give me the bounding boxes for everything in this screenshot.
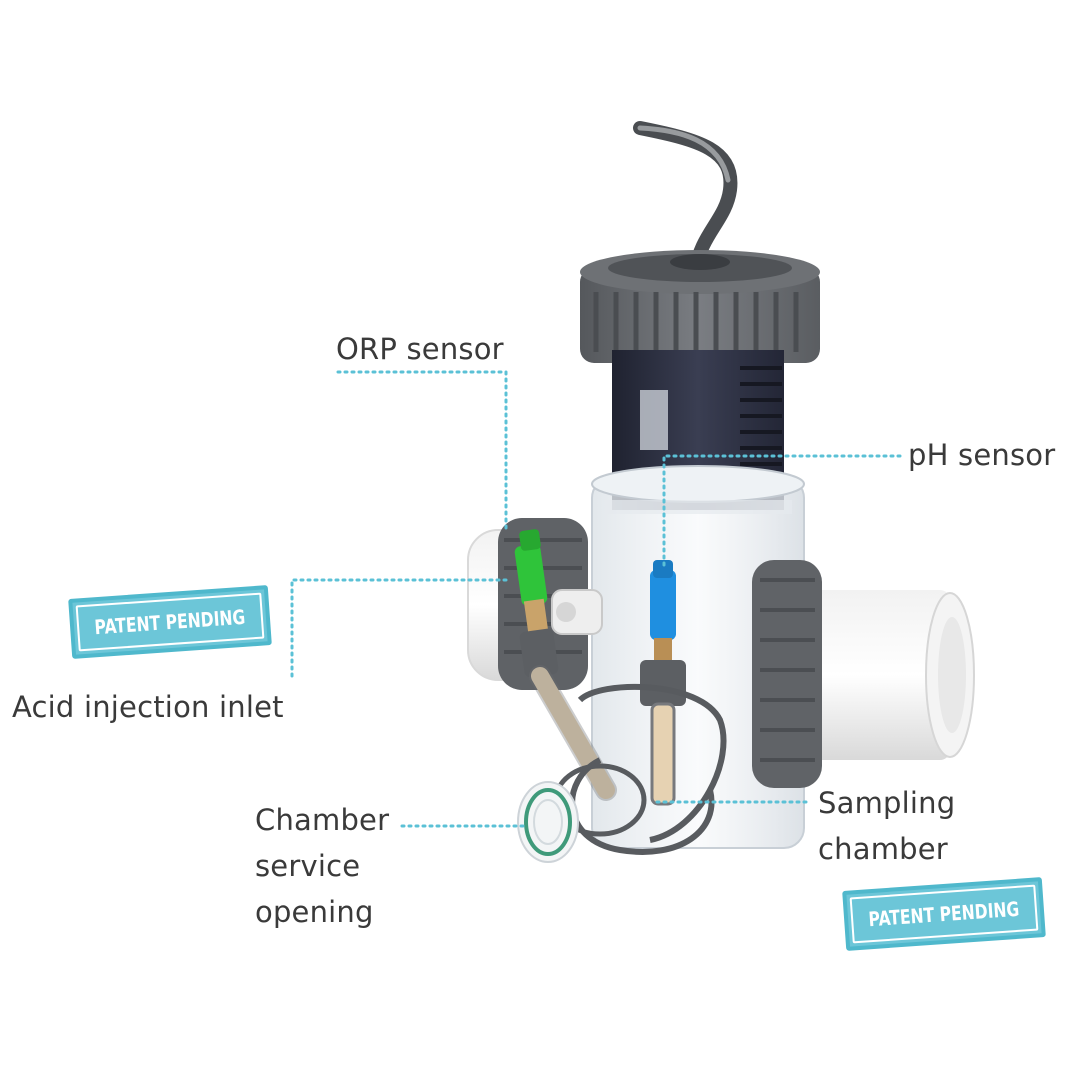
acid-injection-nozzle [551,589,603,635]
orp-sensor-text: ORP sensor [336,332,504,366]
sampling-chamber-label: Sampling chamber [818,780,955,872]
cable [633,121,738,277]
chamber-service-opening [517,781,579,863]
acid-injection-inlet-text: Acid injection inlet [12,690,284,724]
patent-pending-text-left: PATENT PENDING [93,604,247,640]
leader-acid [290,578,512,678]
leader-orp [336,370,508,530]
patent-pending-text-right: PATENT PENDING [867,896,1021,932]
ph-sensor-label: pH sensor [908,432,1055,478]
chamber-service-opening-line-2: service [255,849,361,883]
leader-ph [662,454,902,570]
sampling-chamber-line-1: Sampling [818,786,956,820]
acid-injection-inlet-label: Acid injection inlet [12,684,284,730]
sampling-chamber-line-2: chamber [818,832,948,866]
chamber-service-opening-line-3: opening [255,895,374,929]
ph-probe [640,560,686,806]
chamber-service-opening-label: Chamber service opening [255,797,389,935]
chamber-service-opening-line-1: Chamber [255,803,390,837]
right-pipe [752,560,975,788]
top-cap [580,250,820,363]
orp-probe [514,529,617,801]
ph-sensor-text: pH sensor [908,438,1056,472]
clear-housing [591,465,805,849]
orp-sensor-label: ORP sensor [336,326,504,372]
